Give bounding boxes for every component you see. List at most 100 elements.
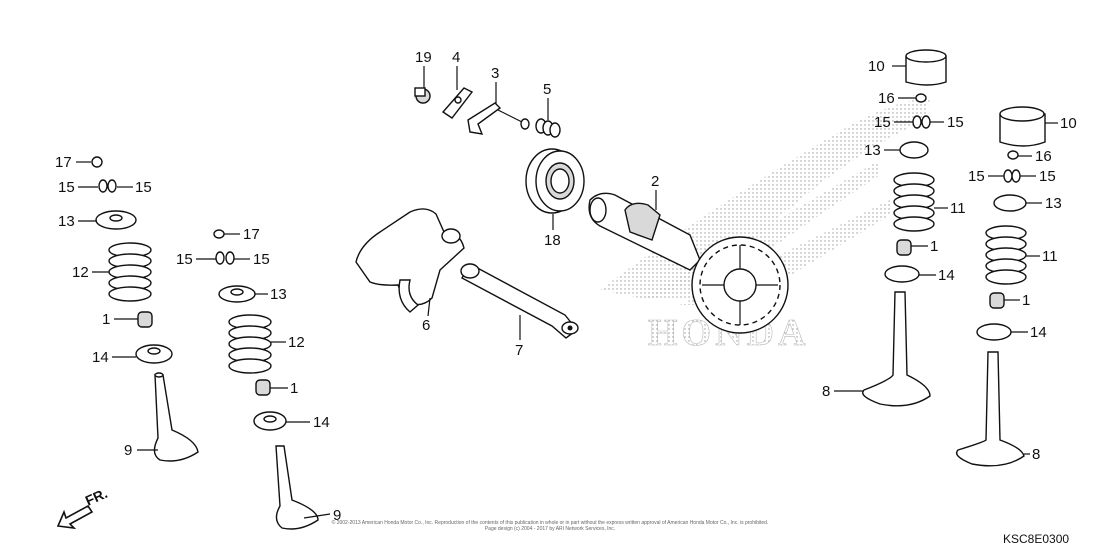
valve-tip — [154, 372, 164, 378]
callout-15: 15 — [968, 168, 985, 185]
right-mid-valve-assembly — [862, 49, 947, 407]
valve-9-mid — [275, 445, 319, 530]
callout-3: 3 — [491, 65, 499, 82]
callout-1: 1 — [102, 311, 110, 328]
callout-10: 10 — [1060, 115, 1077, 132]
callout-10: 10 — [868, 58, 885, 75]
spring-11-b — [985, 225, 1027, 285]
callout-4: 4 — [452, 49, 460, 66]
callout-11: 11 — [950, 200, 966, 217]
diagram-code: KSC8E0300 — [1003, 532, 1070, 546]
spring-5 — [535, 118, 561, 138]
cotter-15-f — [921, 115, 931, 129]
callout-5: 5 — [543, 81, 551, 98]
callout-1: 1 — [290, 380, 298, 397]
callout-13: 13 — [270, 286, 287, 303]
valve-8-b — [955, 351, 1025, 467]
rocker-arm-6 — [355, 208, 465, 313]
callout-12: 12 — [72, 264, 89, 281]
shim-16-a — [915, 93, 927, 103]
callout-15: 15 — [1039, 168, 1056, 185]
cotter-17-mid — [213, 229, 225, 239]
seal-1-c — [896, 239, 912, 256]
cotter-15-e — [912, 115, 922, 129]
seal-1-d — [989, 292, 1005, 309]
mid-left-valve-assembly — [213, 229, 319, 530]
seat-hole — [147, 347, 161, 355]
right-valve-assembly — [955, 106, 1046, 467]
leader-lines — [76, 65, 1058, 519]
cotter-15-g — [1003, 169, 1013, 183]
front-direction-arrow: FR. — [56, 485, 110, 530]
callout-15: 15 — [176, 251, 193, 268]
callout-13: 13 — [1045, 195, 1062, 212]
callout-17: 17 — [243, 226, 260, 243]
callout-9: 9 — [124, 442, 132, 459]
lever-end — [520, 118, 530, 130]
cotter-17-left — [91, 156, 103, 168]
valve-8-a — [862, 291, 931, 407]
shim-16-b — [1007, 150, 1019, 160]
cotter-15-d — [225, 251, 235, 265]
bolt-head — [414, 87, 426, 97]
callout-15: 15 — [135, 179, 152, 196]
callout-16: 16 — [1035, 148, 1052, 165]
lever-shaft — [497, 109, 523, 123]
callout-15: 15 — [947, 114, 964, 131]
callout-6: 6 — [422, 317, 430, 334]
seat-hole — [263, 415, 277, 423]
retainer-13-d — [993, 194, 1027, 212]
callout-13: 13 — [58, 213, 75, 230]
rocker-shaft-7 — [460, 263, 579, 339]
callout-14: 14 — [1030, 324, 1047, 341]
copyright-line: © 2002-2013 American Honda Motor Co., In… — [331, 520, 769, 526]
lifter-top — [999, 106, 1045, 122]
lever-3 — [467, 102, 502, 135]
callout-1: 1 — [930, 238, 938, 255]
callout-16: 16 — [878, 90, 895, 107]
callout-9: 9 — [333, 507, 341, 524]
retainer-13-c — [899, 141, 929, 159]
copyright-notice: © 2002-2013 American Honda Motor Co., In… — [290, 520, 810, 532]
callout-11: 11 — [1042, 248, 1058, 265]
callout-15: 15 — [874, 114, 891, 131]
callout-19: 19 — [415, 49, 432, 66]
callout-8: 8 — [1032, 446, 1040, 463]
seal-1-left — [137, 311, 153, 328]
copyright-line: Page design (c) 2004 - 2017 by ARI Netwo… — [484, 526, 616, 532]
cotter-15-b — [107, 179, 117, 193]
callout-12: 12 — [288, 334, 305, 351]
lifter-top — [905, 49, 947, 63]
seal-1-mid — [255, 379, 271, 396]
cotter-15-h — [1011, 169, 1021, 183]
retainer-hole — [230, 288, 244, 296]
callout-14: 14 — [938, 267, 955, 284]
spring-11-a — [893, 172, 935, 232]
spring-12-left — [108, 242, 152, 302]
callout-18: 18 — [544, 232, 561, 249]
retainer-hole — [109, 214, 123, 222]
camshaft-2 — [588, 192, 789, 334]
plate-hole — [454, 96, 462, 104]
callout-13: 13 — [864, 142, 881, 159]
cotter-15-c — [215, 251, 225, 265]
callout-15: 15 — [253, 251, 270, 268]
seat-14-c — [884, 265, 920, 283]
callout-15: 15 — [58, 179, 75, 196]
callout-14: 14 — [92, 349, 109, 366]
callout-2: 2 — [651, 173, 659, 190]
callout-8: 8 — [822, 383, 830, 400]
callout-17: 17 — [55, 154, 72, 171]
front-direction-label: FR. — [83, 485, 110, 509]
cotter-15-a — [98, 179, 108, 193]
valve-9-left — [153, 374, 199, 462]
callout-7: 7 — [515, 342, 523, 359]
callout-labels: 17 15 15 13 12 1 14 9 17 15 15 13 12 1 1… — [55, 49, 1077, 524]
left-valve-assembly — [91, 156, 199, 462]
callout-1: 1 — [1022, 292, 1030, 309]
seat-14-d — [976, 323, 1012, 341]
spring-12-mid — [228, 314, 272, 374]
callout-14: 14 — [313, 414, 330, 431]
bearing-18 — [525, 148, 585, 214]
